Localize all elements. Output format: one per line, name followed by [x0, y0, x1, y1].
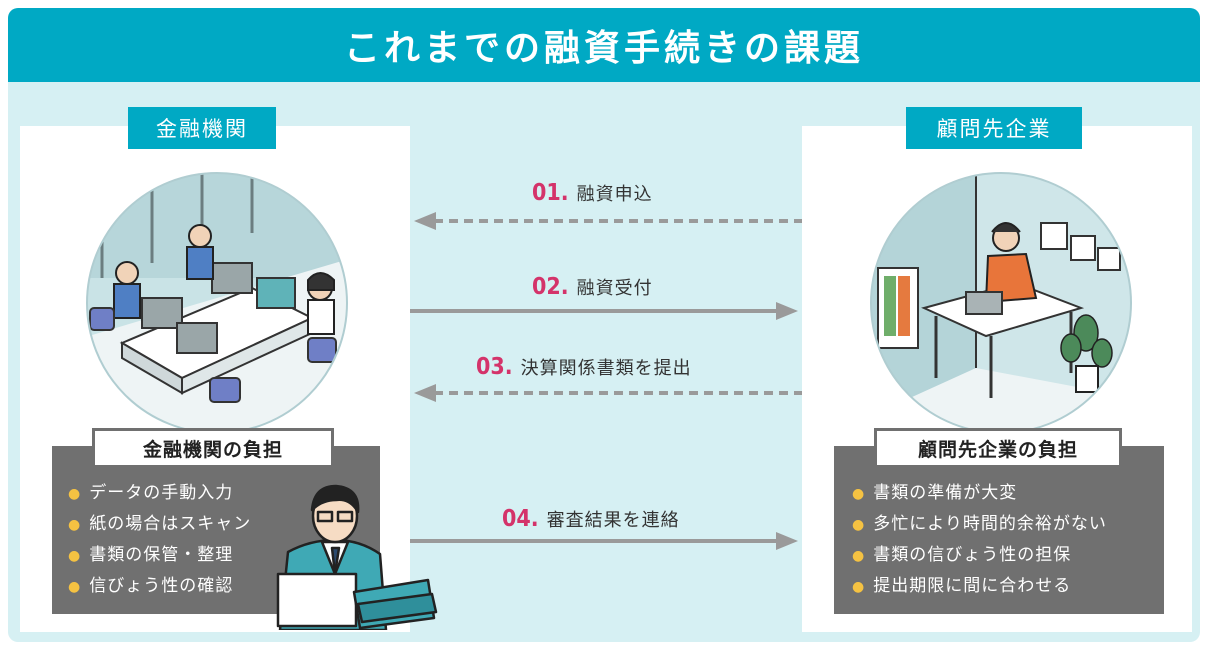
remote-worker-illustration-icon: [870, 172, 1132, 434]
bullet-icon: ●: [852, 548, 866, 564]
client-company-burden-box: [834, 446, 1164, 614]
list-item: ●多忙により時間的余裕がない: [852, 514, 1107, 534]
title-bar: これまでの融資手続きの課題: [8, 8, 1200, 82]
step-3-arrow-left-icon: [414, 384, 802, 402]
step-4-arrow-right-icon: [410, 532, 798, 550]
bullet-icon: ●: [68, 579, 82, 595]
banker-with-documents-illustration-icon: [276, 484, 438, 630]
step-1-arrow-left-icon: [414, 212, 802, 230]
bullet-icon: ●: [68, 486, 82, 502]
list-item: ●書類の準備が大変: [852, 483, 1018, 503]
step-3-label: 03. 決算関係書類を提出: [476, 354, 692, 380]
client-company-label: 顧問先企業: [906, 107, 1082, 149]
bullet-icon: ●: [852, 486, 866, 502]
step-2-arrow-right-icon: [410, 302, 798, 320]
list-item: ●紙の場合はスキャン: [68, 514, 252, 534]
financial-institution-burden-list: ●データの手動入力 ●紙の場合はスキャン ●書類の保管・整理 ●信びょう性の確認: [68, 478, 251, 602]
client-company-burden-list: ●書類の準備が大変 ●多忙により時間的余裕がない ●書類の信びょう性の担保 ●提…: [852, 478, 1107, 602]
office-workers-illustration-icon: [86, 172, 348, 434]
bullet-icon: ●: [68, 517, 82, 533]
list-item: ●書類の保管・整理: [68, 545, 234, 565]
bullet-icon: ●: [68, 548, 82, 564]
step-4-label: 04. 審査結果を連絡: [502, 506, 680, 532]
page-title: これまでの融資手続きの課題: [343, 28, 864, 69]
client-company-burden-title: 顧問先企業の負担: [874, 428, 1122, 468]
list-item: ●書類の信びょう性の担保: [852, 545, 1072, 565]
list-item: ●信びょう性の確認: [68, 576, 234, 596]
financial-institution-burden-title: 金融機関の負担: [92, 428, 334, 468]
financial-institution-label: 金融機関: [128, 107, 276, 149]
list-item: ●提出期限に間に合わせる: [852, 576, 1072, 596]
process-flow: 01. 融資申込 02. 融資受付 03. 決算関係書類を提出 04. 審査結果…: [410, 160, 802, 580]
list-item: ●データの手動入力: [68, 483, 234, 503]
step-2-label: 02. 融資受付: [532, 274, 653, 300]
bullet-icon: ●: [852, 579, 866, 595]
bullet-icon: ●: [852, 517, 866, 533]
step-1-label: 01. 融資申込: [532, 180, 653, 206]
